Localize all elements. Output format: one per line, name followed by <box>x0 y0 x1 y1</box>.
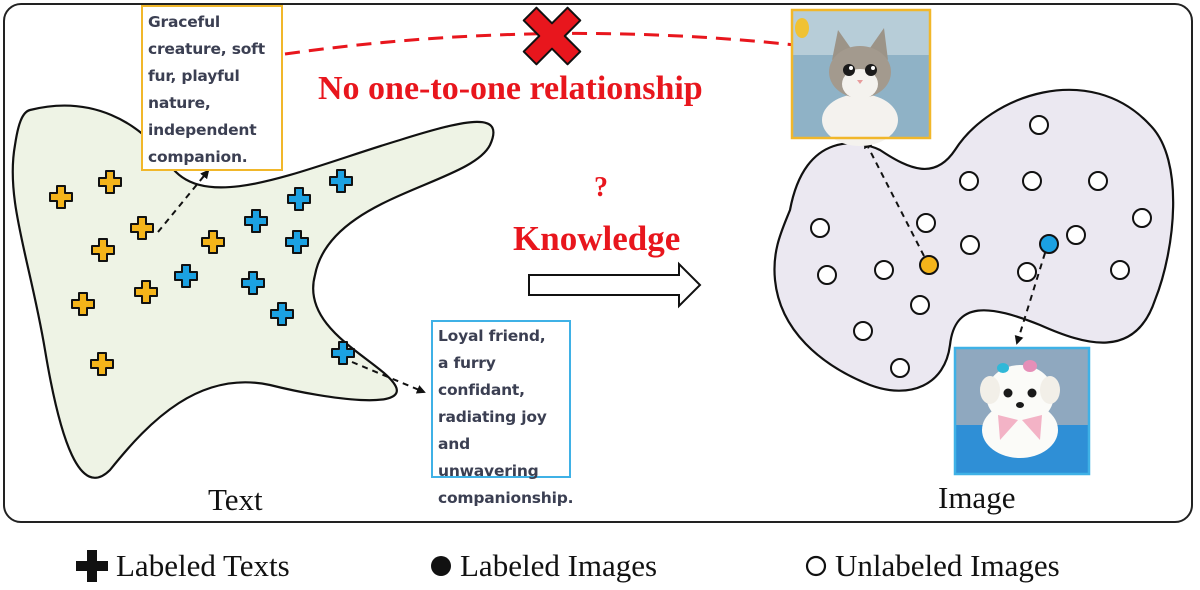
hollow-circle-icon <box>1029 115 1049 135</box>
knowledge-label: Knowledge <box>513 219 681 258</box>
hollow-circle-icon <box>1066 225 1086 245</box>
hollow-circle-icon <box>960 235 980 255</box>
hollow-circle-icon <box>1022 171 1042 191</box>
legend-labeled-images-label: Labeled Images <box>460 548 658 583</box>
hollow-circle-icon <box>1132 208 1152 228</box>
dog-text-description: Loyal friend, a furry confidant, radiati… <box>431 320 574 507</box>
hollow-circle-icon <box>805 555 827 577</box>
legend-labeled-texts-label: Labeled Texts <box>116 548 290 583</box>
plus-icon <box>76 550 108 582</box>
dog-text-arrow <box>351 361 426 394</box>
hollow-circle-icon <box>890 358 910 378</box>
hollow-circle-icon <box>810 218 830 238</box>
question-mark-label: ? <box>594 172 608 203</box>
hollow-circle-icon <box>817 265 837 285</box>
knowledge-transfer-arrow <box>528 261 702 309</box>
no-relationship-label: No one-to-one relationship <box>318 70 703 107</box>
hollow-circle-icon <box>916 213 936 233</box>
diagram-frame <box>3 3 1193 523</box>
legend-unlabeled-images: Unlabeled Images <box>803 546 1060 586</box>
hollow-circle-icon <box>853 321 873 341</box>
legend-unlabeled-images-label: Unlabeled Images <box>835 548 1060 583</box>
legend-labeled-texts: Labeled Texts <box>74 546 290 586</box>
hollow-circle-icon <box>910 295 930 315</box>
filled-circle-icon <box>431 556 451 576</box>
hollow-circle-icon <box>1088 171 1108 191</box>
dog-photo <box>953 346 1091 476</box>
red-x-icon <box>522 6 582 66</box>
legend-labeled-images: Labeled Images <box>428 546 657 586</box>
labeled-image-yellow <box>919 255 939 275</box>
mismatch-link <box>284 31 796 56</box>
labeled-image-blue <box>1039 234 1059 254</box>
dog-image-arrow <box>1014 252 1046 345</box>
hollow-circle-icon <box>1017 262 1037 282</box>
hollow-circle-icon <box>874 260 894 280</box>
hollow-circle-icon <box>1110 260 1130 280</box>
image-region-label: Image <box>938 480 1016 515</box>
text-region-label: Text <box>208 482 263 517</box>
cat-text-description: Graceful creature, soft fur, playful nat… <box>141 5 283 171</box>
hollow-circle-icon <box>959 171 979 191</box>
cat-photo <box>790 8 932 146</box>
unlabeled-image-markers <box>810 115 1152 378</box>
cat-text-arrow <box>157 169 210 233</box>
